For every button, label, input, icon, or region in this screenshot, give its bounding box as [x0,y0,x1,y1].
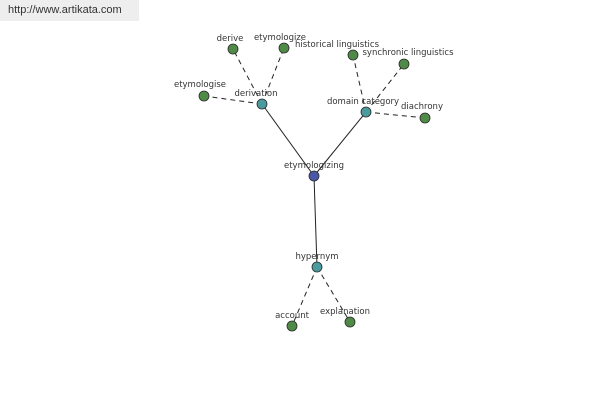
node-derivation[interactable] [256,98,268,110]
edge-hypernym-account [291,266,318,327]
node-etymologise[interactable] [198,90,210,102]
node-label-derive[interactable]: derive [217,34,244,44]
node-etymologize[interactable] [278,42,290,54]
edge-hypernym-explanation [316,266,351,323]
label-layer: etymologizing derivation domain category hy… [174,33,454,321]
edge-domain-category-diachrony [365,111,426,119]
node-synchronic-linguistics[interactable] [398,58,410,70]
edge-domain-category-historical-linguistics [352,54,367,113]
node-hypernym[interactable] [311,261,323,273]
edge-etymologizing-derivation [261,103,315,177]
node-etymologizing[interactable] [308,170,320,182]
node-explanation[interactable] [344,316,356,328]
node-domain-category[interactable] [360,106,372,118]
node-label-historical-linguistics[interactable]: historical linguistics [295,40,380,50]
node-label-etymologizing[interactable]: etymologizing [284,161,344,171]
node-historical-linguistics[interactable] [347,49,359,61]
node-derive[interactable] [227,43,239,55]
edge-etymologizing-domain-category [313,111,367,177]
node-label-synchronic-linguistics[interactable]: synchronic linguistics [362,48,454,58]
node-label-hypernym[interactable]: hypernym [295,252,338,262]
node-account[interactable] [286,320,298,332]
edge-layer [203,47,426,327]
node-layer [198,42,431,332]
edge-derivation-derive [232,48,263,105]
source-link[interactable]: http://www.artikata.com [0,0,139,21]
edge-etymologizing-hypernym [313,175,318,268]
node-label-etymologise[interactable]: etymologise [174,80,226,90]
edge-derivation-etymologize [261,47,285,105]
node-label-etymologize[interactable]: etymologize [254,33,306,43]
node-label-account[interactable]: account [275,311,310,321]
edge-domain-category-synchronic-linguistics [365,63,405,113]
edge-derivation-etymologise [203,95,263,105]
node-label-diachrony[interactable]: diachrony [401,102,443,112]
node-label-domain-category[interactable]: domain category [327,97,399,107]
node-label-explanation[interactable]: explanation [320,307,370,317]
node-label-derivation[interactable]: derivation [234,89,277,99]
node-diachrony[interactable] [419,112,431,124]
